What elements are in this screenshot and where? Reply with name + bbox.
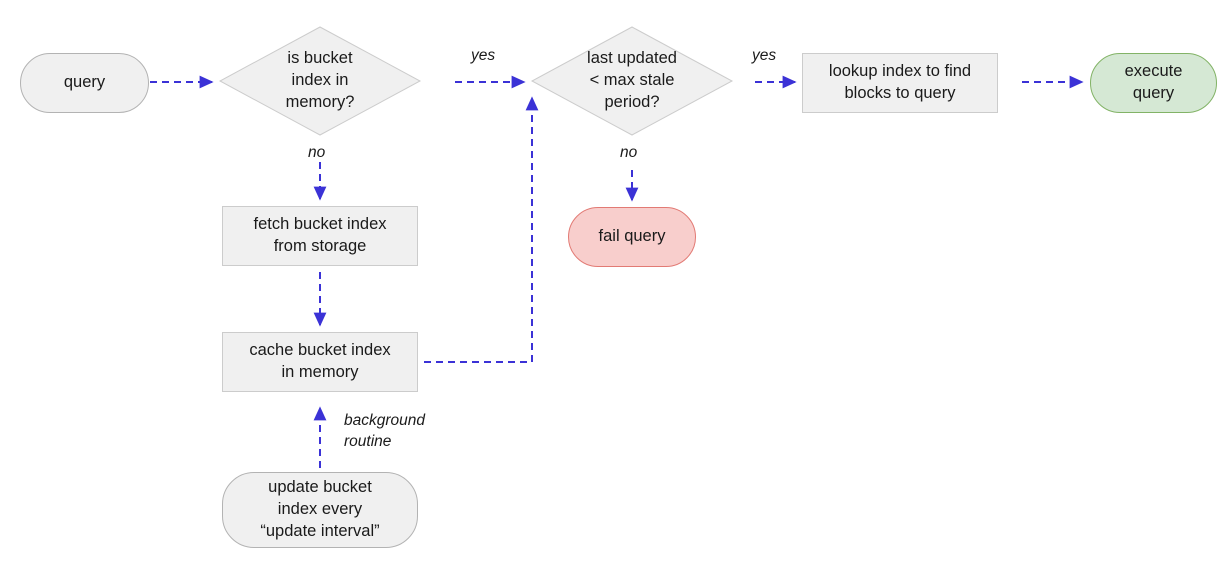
edge-cache-to-last-updated <box>424 96 539 363</box>
edge-label-yes-1: yes <box>471 47 496 64</box>
node-update-bucket-index-every-interval[interactable]: update bucket index every “update interv… <box>222 472 418 548</box>
node-cache-bucket-index-label: cache bucket index in memory <box>249 341 391 381</box>
node-fail-query[interactable]: fail query <box>568 207 696 267</box>
node-execute-query-label: execute query <box>1124 62 1183 102</box>
edge-label-yes-2: yes <box>752 47 777 64</box>
node-last-updated-max-stale-period[interactable]: last updated < max stale period? <box>532 27 732 135</box>
node-fail-query-label: fail query <box>598 227 666 246</box>
node-query[interactable]: query <box>20 53 149 113</box>
node-query-label: query <box>63 73 106 92</box>
node-last-updated-max-stale-period-label: last updated < max stale period? <box>587 49 677 111</box>
node-execute-query[interactable]: execute query <box>1090 53 1217 113</box>
edge-label-background-routine: background routine <box>344 412 426 450</box>
node-fetch-bucket-index-from-storage[interactable]: fetch bucket index from storage <box>222 206 418 266</box>
diamond-is-bucket-index-in-memory <box>218 26 422 136</box>
edge-label-no-2: no <box>620 144 638 161</box>
node-fetch-bucket-index-label: fetch bucket index from storage <box>253 215 387 255</box>
node-update-bucket-index-label: update bucket index every “update interv… <box>260 478 380 540</box>
node-is-bucket-index-in-memory-label: is bucket index in memory? <box>285 49 355 111</box>
edge-label-no-1: no <box>308 144 326 161</box>
node-lookup-index-to-find-blocks[interactable]: lookup index to find blocks to query <box>802 53 998 113</box>
diamond-last-updated-max-stale-period <box>530 26 734 136</box>
node-is-bucket-index-in-memory[interactable]: is bucket index in memory? <box>220 27 420 135</box>
node-cache-bucket-index-in-memory[interactable]: cache bucket index in memory <box>222 332 418 392</box>
node-lookup-index-label: lookup index to find blocks to query <box>828 62 972 102</box>
